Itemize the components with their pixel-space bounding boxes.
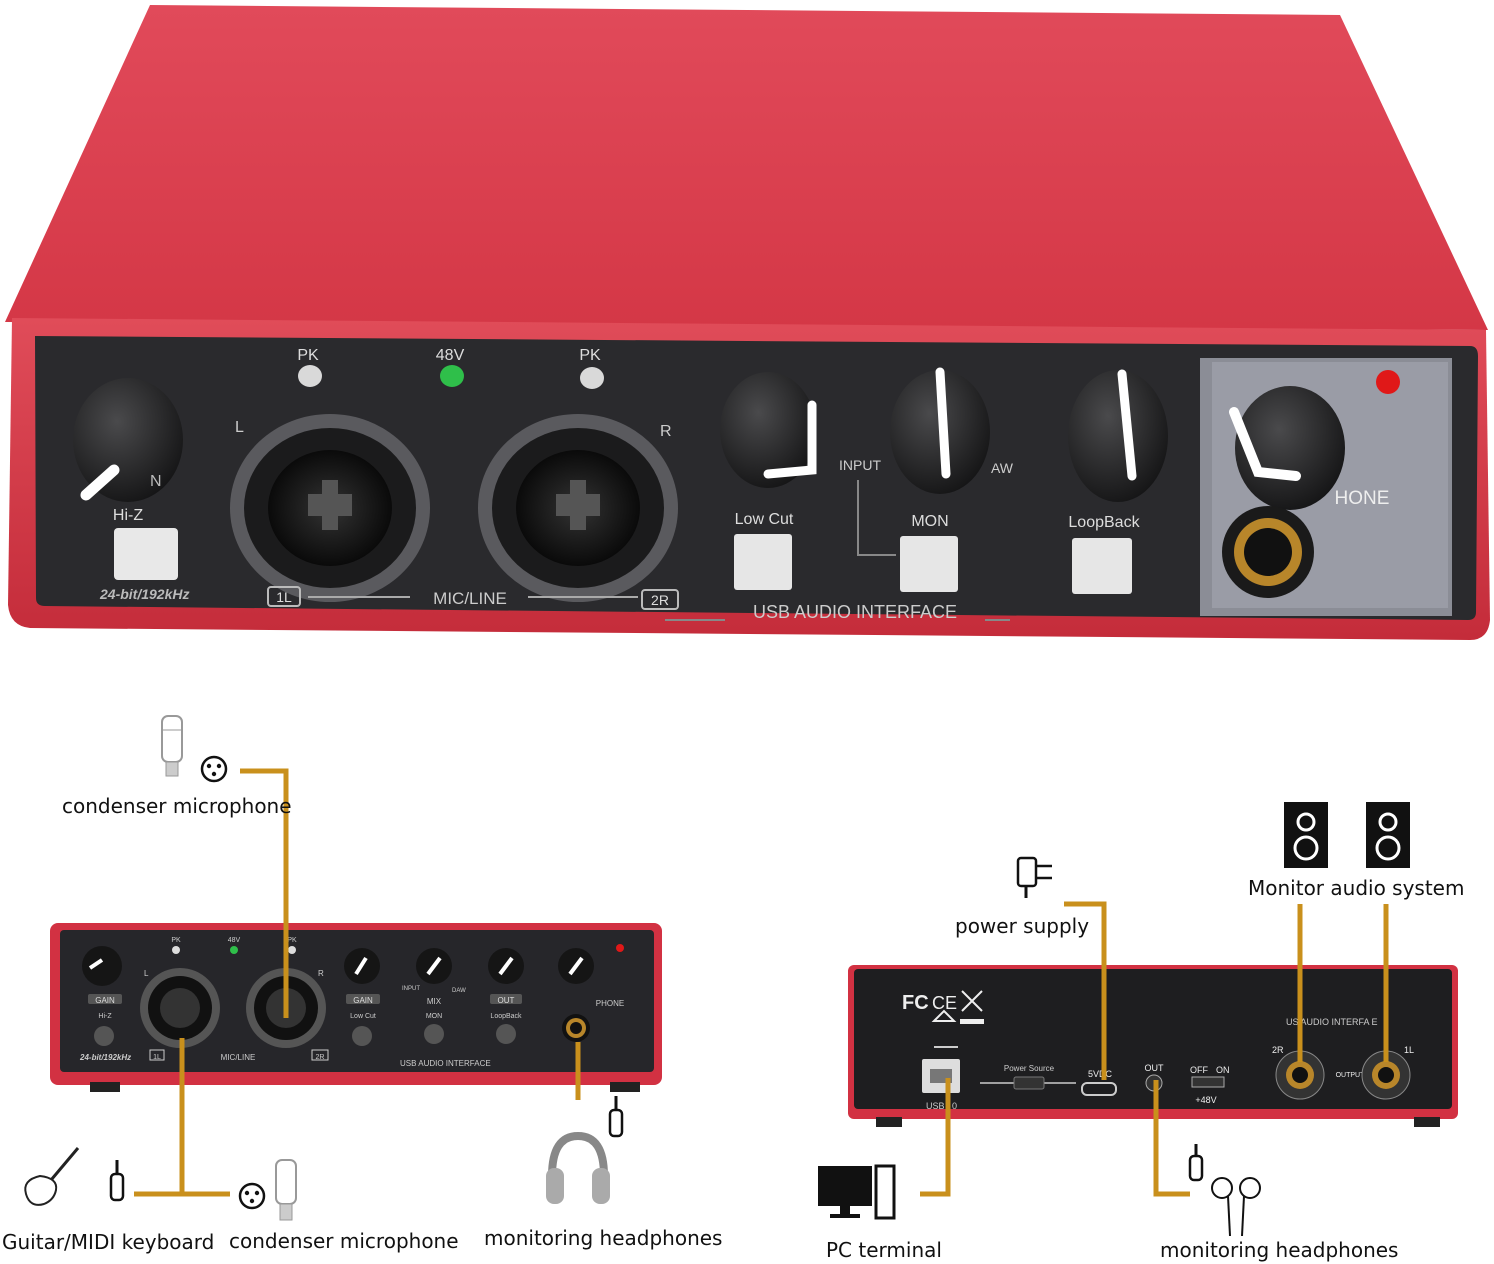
guitar-midi-keyboard-label: Guitar/MIDI keyboard — [2, 1230, 215, 1254]
svg-text:USB AUDIO INTERFACE: USB AUDIO INTERFACE — [400, 1059, 491, 1068]
audio-interface-hero-photo: N Hi-Z 24-bit/192kHz PK 48V PK L R 1L MI… — [5, 5, 1490, 640]
input-label: INPUT — [839, 457, 881, 473]
hi-z-button — [114, 528, 178, 580]
low-cut-button — [734, 534, 792, 590]
pk-led-1 — [298, 365, 322, 387]
svg-text:OFF: OFF — [1190, 1065, 1208, 1075]
svg-text:1L: 1L — [153, 1054, 161, 1061]
svg-text:MIC/LINE: MIC/LINE — [221, 1053, 256, 1062]
condenser-microphone-label-bottom: condenser microphone — [229, 1229, 459, 1253]
loopback-label: LoopBack — [1068, 514, 1140, 531]
svg-text:1L: 1L — [1404, 1045, 1414, 1055]
48v-label: 48V — [436, 347, 465, 364]
speaker-icon-left — [1284, 802, 1328, 868]
phone-led — [1376, 370, 1400, 394]
svg-text:OUT: OUT — [498, 996, 515, 1005]
svg-text:FC: FC — [902, 992, 929, 1014]
pk-label-1: PK — [297, 347, 319, 364]
svg-text:INPUT: INPUT — [402, 986, 420, 992]
guitar-icon — [24, 1147, 80, 1206]
jack-plug-icon-headphones-left — [608, 1096, 624, 1138]
svg-text:R: R — [318, 969, 324, 978]
svg-text:OUTPUT: OUTPUT — [1336, 1072, 1366, 1079]
power-supply-label: power supply — [955, 914, 1090, 938]
pc-icon — [818, 1164, 896, 1220]
svg-text:GAIN: GAIN — [353, 996, 373, 1005]
daw-fragment: AW — [991, 460, 1014, 476]
headphones-icon-left — [546, 1131, 610, 1204]
svg-text:24-bit/192kHz: 24-bit/192kHz — [79, 1053, 131, 1062]
svg-text:GAIN: GAIN — [95, 996, 115, 1005]
condenser-microphone-icon-top — [161, 715, 183, 777]
svg-text:PK: PK — [287, 937, 297, 944]
svg-text:Low Cut: Low Cut — [350, 1013, 376, 1020]
svg-text:0: 0 — [952, 1101, 957, 1111]
svg-text:OUT: OUT — [1145, 1063, 1165, 1073]
front-device-diagram: GAIN Hi-Z 24-bit/192kHz PK 48V PK L R 1L… — [50, 923, 662, 1092]
svg-text:MIX: MIX — [427, 997, 442, 1006]
power-supply-icon — [1016, 856, 1052, 898]
svg-text:5VDC: 5VDC — [1088, 1069, 1113, 1079]
monitoring-headphones-label-right: monitoring headphones — [1160, 1238, 1399, 1262]
hi-z-label: Hi-Z — [113, 507, 143, 524]
speaker-icon-right — [1366, 802, 1410, 868]
pc-terminal-label: PC terminal — [826, 1238, 942, 1262]
gain-knob-1 — [73, 378, 183, 502]
phone-fragment: HONE — [1335, 488, 1390, 509]
svg-text:USB: USB — [926, 1101, 945, 1111]
48v-led — [440, 365, 464, 387]
loopback-knob — [1068, 369, 1168, 502]
xlr-icon-bottom — [238, 1182, 266, 1210]
case-top — [5, 5, 1488, 330]
low-cut-knob — [720, 372, 817, 488]
condenser-microphone-icon-bottom — [275, 1159, 297, 1221]
svg-text:L: L — [144, 969, 149, 978]
svg-text:PHONE: PHONE — [596, 999, 624, 1008]
phone-jack — [1222, 506, 1314, 598]
jack-plug-icon-earbuds — [1188, 1144, 1204, 1182]
svg-text:LoopBack: LoopBack — [490, 1013, 522, 1020]
ch-2r-label: 2R — [651, 592, 669, 608]
condenser-microphone-label-top: condenser microphone — [62, 794, 292, 818]
pk-label-2: PK — [579, 347, 601, 364]
combo-jack-2 — [478, 414, 678, 602]
mon-label: MON — [911, 513, 948, 530]
svg-text:48V: 48V — [228, 937, 241, 944]
mon-button — [900, 536, 958, 592]
svg-text:ON: ON — [1216, 1065, 1230, 1075]
monitor-audio-system-label: Monitor audio system — [1248, 876, 1465, 900]
mon-knob — [890, 367, 990, 494]
jack-plug-icon-guitar — [109, 1160, 125, 1202]
svg-text:Hi-Z: Hi-Z — [98, 1013, 112, 1020]
right-label: R — [660, 423, 672, 440]
usb-audio-interface-label: USB AUDIO INTERFACE — [753, 602, 957, 622]
combo-jack-1 — [230, 414, 430, 602]
svg-text:DAW: DAW — [452, 988, 466, 994]
svg-text:+48V: +48V — [1195, 1095, 1216, 1105]
svg-text:2R: 2R — [1272, 1045, 1284, 1055]
pk-led-2 — [580, 367, 604, 389]
left-label: L — [235, 419, 244, 436]
earbuds-icon — [1211, 1177, 1261, 1237]
loopback-button — [1072, 538, 1132, 594]
svg-text:PK: PK — [171, 937, 181, 944]
monitoring-headphones-label-left: monitoring headphones — [484, 1226, 723, 1250]
phone-knob — [1229, 386, 1345, 510]
ch-1l-label: 1L — [276, 589, 292, 605]
svg-text:Power Source: Power Source — [1004, 1064, 1055, 1073]
svg-text:CE: CE — [932, 993, 957, 1013]
svg-text:MON: MON — [426, 1013, 442, 1020]
in-fragment: N — [150, 473, 162, 490]
svg-text:2R: 2R — [316, 1054, 325, 1061]
svg-text:US AUDIO INTERFA E: US AUDIO INTERFA E — [1286, 1017, 1378, 1027]
model-text: 24-bit/192kHz — [99, 586, 189, 602]
xlr-icon-top — [200, 755, 228, 783]
connection-diagram — [24, 715, 1410, 1237]
mic-line-label: MIC/LINE — [433, 589, 507, 608]
low-cut-label: Low Cut — [735, 511, 794, 528]
